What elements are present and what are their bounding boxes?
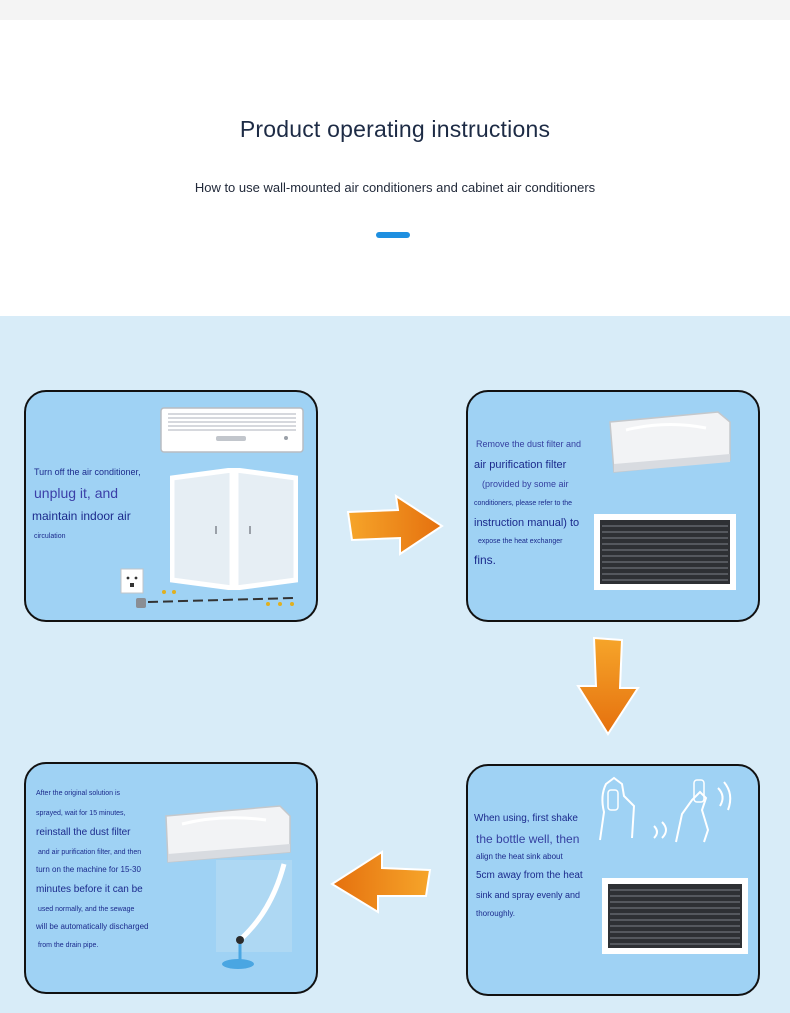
heat-exchanger-icon (594, 514, 736, 590)
step-4-line-5: turn on the machine for 15-30 (36, 865, 141, 874)
step-4-line-9: from the drain pipe. (38, 942, 99, 949)
step-3-line-4: 5cm away from the heat (476, 870, 583, 881)
step-2-line-5: instruction manual) to (474, 517, 580, 529)
step-3-line-3: align the heat sink about (476, 852, 563, 861)
heat-exchanger-icon (602, 878, 748, 954)
step-1-line-2: unplug it, and (34, 485, 119, 501)
page-subtitle: How to use wall-mounted air conditioners… (194, 180, 596, 195)
step-3-line-5: sink and spray evenly and (476, 890, 581, 900)
plug-icon (136, 590, 295, 608)
step-4-line-2: sprayed, wait for 15 minutes, (36, 810, 126, 817)
step-4-line-4: and air purification filter, and then (38, 849, 142, 856)
arrow-right-icon (346, 494, 444, 556)
top-bar (0, 0, 790, 20)
page-title: Product operating instructions (239, 116, 551, 142)
step-2-line-6: expose the heat exchanger (478, 538, 563, 545)
drain-pipe-icon (216, 860, 292, 969)
step-2-card: Remove the dust filter and air purificat… (466, 390, 760, 622)
air-conditioner-icon (165, 805, 291, 863)
step-2-line-2: air purification filter (474, 459, 567, 471)
step-2-line-7: fins. (474, 553, 497, 567)
shaking-hand-icon (599, 776, 636, 841)
step-2-line-4: conditioners, please refer to the (474, 500, 573, 507)
step-2-line-3: (provided by some air (482, 479, 569, 489)
step-4-line-7: used normally, and the sewage (38, 906, 135, 913)
step-4-line-6: minutes before it can be (36, 884, 143, 895)
step-4-line-3: reinstall the dust filter (36, 827, 131, 838)
power-outlet-icon (120, 568, 144, 594)
air-conditioner-icon (160, 407, 304, 453)
step-1-line-3: maintain indoor air (32, 509, 131, 523)
step-4-line-1: After the original solution is (36, 790, 121, 797)
arrow-down-icon (576, 636, 640, 736)
step-3-line-1: When using, first shake (474, 813, 578, 824)
step-4-line-8: will be automatically discharged (36, 922, 149, 931)
step-3-card: When using, first shake the bottle well,… (466, 764, 760, 996)
arrow-left-icon (330, 850, 432, 914)
step-1-line-4: circulation (34, 533, 66, 540)
window-icon (170, 468, 298, 590)
accent-bar (376, 232, 410, 238)
step-2-line-1: Remove the dust filter and (476, 439, 582, 449)
step-1-card: Turn off the air conditioner, unplug it,… (24, 390, 318, 622)
header-section (0, 20, 790, 316)
step-4-card: After the original solution is sprayed, … (24, 762, 318, 994)
step-1-line-1: Turn off the air conditioner, (34, 467, 141, 477)
spray-hand-icon (653, 779, 732, 843)
step-3-line-2: the bottle well, then (476, 832, 580, 846)
step-3-line-6: thoroughly. (476, 909, 515, 918)
air-conditioner-icon (609, 411, 731, 473)
